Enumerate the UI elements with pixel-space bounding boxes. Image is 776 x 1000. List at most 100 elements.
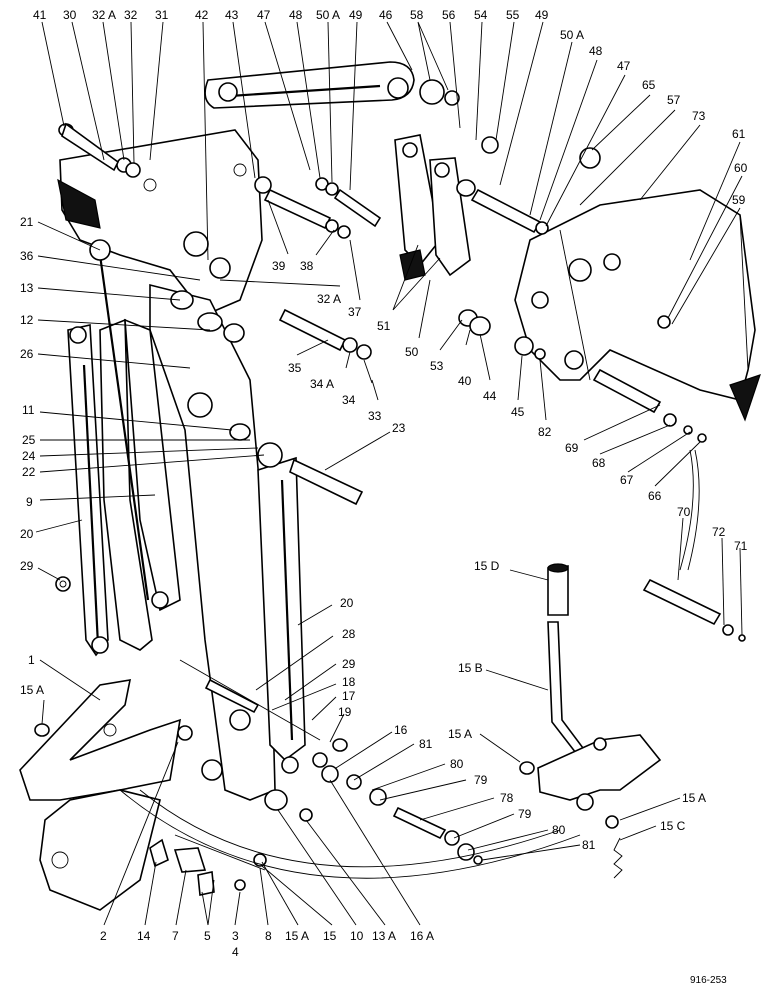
callout-82: 82 <box>538 425 552 439</box>
callout-66: 66 <box>648 489 662 503</box>
callout-22: 22 <box>22 465 36 479</box>
callout-34: 34 <box>342 393 356 407</box>
part-control-rods <box>119 659 581 879</box>
callout-50a-b: 50 A <box>560 28 584 42</box>
callout-58: 58 <box>410 8 424 22</box>
callout-31: 31 <box>155 8 169 22</box>
callout-46: 46 <box>379 8 393 22</box>
callout-20-mid: 20 <box>340 596 354 610</box>
callout-labels: 41 30 32 A 32 31 42 43 47 48 50 A 49 46 … <box>20 8 748 959</box>
callout-56: 56 <box>442 8 456 22</box>
callout-81-top: 81 <box>419 737 433 751</box>
callout-16a: 16 A <box>410 929 434 943</box>
callout-14: 14 <box>137 929 151 943</box>
part-73-bucket <box>514 189 761 422</box>
callout-23: 23 <box>392 421 406 435</box>
callout-49: 49 <box>349 8 363 22</box>
callout-49b: 49 <box>535 8 549 22</box>
callout-34a: 34 A <box>310 377 334 391</box>
callout-13: 13 <box>20 281 34 295</box>
callout-61: 61 <box>732 127 746 141</box>
callout-59: 59 <box>732 193 746 207</box>
callout-51: 51 <box>377 319 391 333</box>
callout-53: 53 <box>430 359 444 373</box>
callout-32: 32 <box>124 8 138 22</box>
callout-24: 24 <box>22 449 36 463</box>
part-29-circlip <box>55 576 71 592</box>
part-10-lower-bush <box>264 738 483 865</box>
callout-26: 26 <box>20 347 34 361</box>
callout-55: 55 <box>506 8 520 22</box>
callout-25: 25 <box>22 433 36 447</box>
callout-42: 42 <box>195 8 209 22</box>
callout-15d: 15 D <box>474 559 500 573</box>
callout-10: 10 <box>350 929 364 943</box>
callout-15b: 15 B <box>458 661 483 675</box>
callout-32a-mid: 32 A <box>317 292 341 306</box>
callout-30: 30 <box>63 8 77 22</box>
callout-9: 9 <box>26 495 33 509</box>
callout-1: 1 <box>28 653 35 667</box>
part-13-bushes <box>170 257 245 343</box>
callout-15a-left: 15 A <box>20 683 44 697</box>
callout-8: 8 <box>265 929 272 943</box>
callout-67: 67 <box>620 473 634 487</box>
callout-43: 43 <box>225 8 239 22</box>
callout-44: 44 <box>483 389 497 403</box>
callout-65: 65 <box>642 78 656 92</box>
leader-lines <box>35 21 743 926</box>
callout-33: 33 <box>368 409 382 423</box>
callout-21: 21 <box>20 215 34 229</box>
part-bucket-bushes <box>456 136 601 360</box>
callout-15a-mid: 15 A <box>448 727 472 741</box>
part-50-51-links <box>394 134 471 281</box>
callout-78: 78 <box>500 791 514 805</box>
callout-40: 40 <box>458 374 472 388</box>
callout-45: 45 <box>511 405 525 419</box>
callout-15a-bot: 15 A <box>285 929 309 943</box>
callout-32a: 32 A <box>92 8 116 22</box>
callout-28: 28 <box>342 627 356 641</box>
callout-50: 50 <box>405 345 419 359</box>
figure-reference: 916-253 <box>690 975 727 986</box>
part-46-top-cylinder <box>204 61 460 109</box>
callout-20-left: 20 <box>20 527 34 541</box>
part-dipper-arm <box>149 283 276 801</box>
callout-19: 19 <box>338 705 352 719</box>
callout-15a-right: 15 A <box>682 791 706 805</box>
callout-69: 69 <box>565 441 579 455</box>
part-1-mounting-bracket <box>19 679 182 911</box>
callout-80-top: 80 <box>450 757 464 771</box>
callout-13a: 13 A <box>372 929 396 943</box>
callout-15-bot: 15 <box>323 929 337 943</box>
callout-35: 35 <box>288 361 302 375</box>
callout-36: 36 <box>20 249 34 263</box>
callout-79-bot: 79 <box>518 807 532 821</box>
callout-29-left: 29 <box>20 559 34 573</box>
part-12-20-side-arms <box>67 239 181 657</box>
callout-68: 68 <box>592 456 606 470</box>
callout-81-bot: 81 <box>582 838 596 852</box>
callout-48b: 48 <box>589 44 603 58</box>
callout-17: 17 <box>342 689 356 703</box>
callout-15c: 15 C <box>660 819 686 833</box>
callout-54: 54 <box>474 8 488 22</box>
callout-60: 60 <box>734 161 748 175</box>
callout-70: 70 <box>677 505 691 519</box>
callout-48: 48 <box>289 8 303 22</box>
callout-7: 7 <box>172 929 179 943</box>
callout-29-mid: 29 <box>342 657 356 671</box>
callout-18: 18 <box>342 675 356 689</box>
callout-72: 72 <box>712 525 726 539</box>
callout-5: 5 <box>204 929 211 943</box>
callout-3: 3 <box>232 929 239 943</box>
part-small-bottom <box>149 725 267 896</box>
callout-38: 38 <box>300 259 314 273</box>
callout-47: 47 <box>257 8 271 22</box>
part-70-clip <box>679 449 700 571</box>
callout-2: 2 <box>100 929 107 943</box>
part-15-control-lever <box>519 563 662 879</box>
callout-79-top: 79 <box>474 773 488 787</box>
callout-16: 16 <box>394 723 408 737</box>
